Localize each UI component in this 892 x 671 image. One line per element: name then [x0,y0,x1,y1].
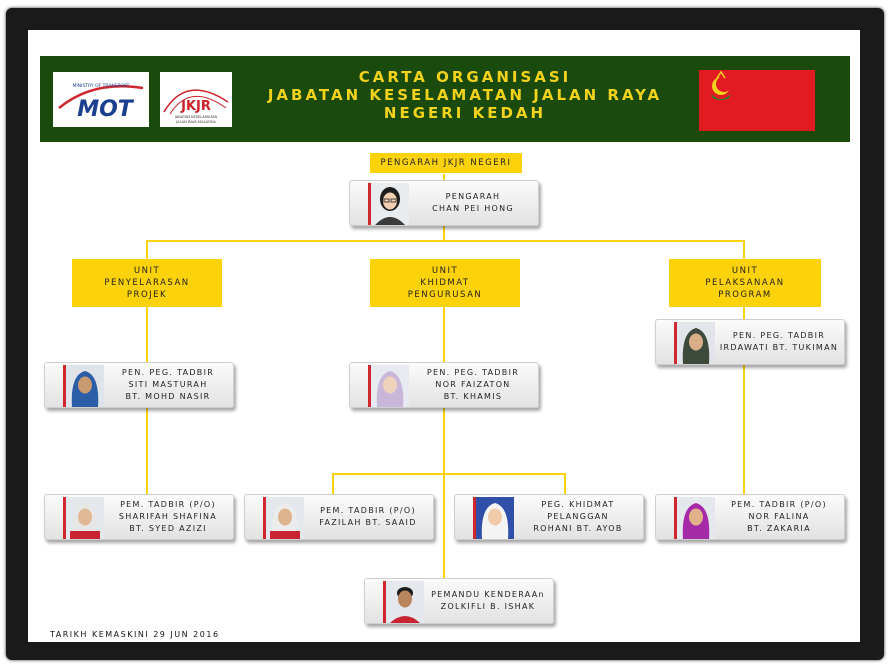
mot-logo: MINISTRY OF TRANSPORT MOT [53,72,149,127]
photo-zolkifli [383,581,424,623]
mot-logo-icon: MINISTRY OF TRANSPORT MOT [58,83,144,122]
staff-line: NOR FAIZATON [435,380,511,389]
unit-line: UNIT [431,266,459,276]
staff-line: BT. SYED AZIZI [129,524,207,533]
staff-line: PEM. TADBIR (P/O) [731,500,827,509]
staff-line: BT. KHAMIS [443,392,503,401]
connector [332,473,334,495]
staff-line: PEMANDU KENDERAAn [431,590,545,599]
connector [564,473,566,495]
staff-card-irdawati: PEN. PEG. TADBIR IRDAWATI BT. TUKIMAN [655,319,845,365]
jkjr-logo-icon: JKJR JABATAN KESELAMATAN JALAN RAYA MALA… [163,89,229,124]
person-photo-icon [677,322,715,364]
photo-siti-masturah [63,365,104,407]
staff-text: PEN. PEG. TADBIR SITI MASTURAH BT. MOHD … [107,363,229,407]
staff-line: PEM. TADBIR (P/O) [320,506,416,515]
staff-line: SHARIFAH SHAFINA [118,512,218,521]
kedah-flag-icon [699,70,815,131]
unit-line: KHIDMAT [420,278,470,288]
last-updated-date: TARIKH KEMASKINI 29 JUN 2016 [50,630,220,639]
staff-line: PEN. PEG. TADBIR [732,331,826,340]
staff-line: BT. ZAKARIA [747,524,811,533]
director-label: PENGARAH JKJR NEGERI [380,158,512,168]
director-text: PENGARAH CHAN PEI HONG [412,181,534,225]
staff-line: PEN. PEG. TADBIR [426,368,520,377]
connector [146,240,744,242]
jkjr-logo-sub2: JALAN RAYA MALAYSIA [175,120,216,124]
connector [743,240,745,260]
mot-logo-text: MOT [77,97,135,122]
person-photo-icon [386,581,424,623]
photo-nor-faizaton [368,365,409,407]
kedah-flag [699,70,815,131]
photo-sharifah-shafina [63,497,104,539]
staff-card-rohani: PEG. KHIDMAT PELANGGAN ROHANI BT. AYOB [454,494,644,540]
staff-line: PEG. KHIDMAT [541,500,615,509]
unit-khidmat-pengurusan: UNIT KHIDMAT PENGURUSAN [370,259,520,307]
staff-line: PEM. TADBIR (P/O) [120,500,216,509]
photo-irdawati [674,322,715,364]
person-photo-icon [66,497,104,539]
staff-text: PEM. TADBIR (P/O) FAZILAH BT. SAAID [307,495,429,539]
title-line-3: NEGERI KEDAH [383,104,547,122]
person-photo-icon [371,183,409,225]
staff-text: PEG. KHIDMAT PELANGGAN ROHANI BT. AYOB [517,495,639,539]
unit-line: UNIT [731,266,759,276]
jkjr-logo: JKJR JABATAN KESELAMATAN JALAN RAYA MALA… [160,72,232,127]
staff-card-nor-faizaton: PEN. PEG. TADBIR NOR FAIZATON BT. KHAMIS [349,362,539,408]
jkjr-logo-text: JKJR [180,99,211,114]
connector [443,306,445,590]
unit-line: PROGRAM [718,290,772,300]
staff-text: PEMANDU KENDERAAn ZOLKIFLI B. ISHAK [427,579,549,623]
staff-line: BT. MOHD NASIR [125,392,211,401]
person-photo-icon [266,497,304,539]
person-photo-icon [66,365,104,407]
staff-line: NOR FALINA [748,512,810,521]
staff-line: IRDAWATI BT. TUKIMAN [719,343,839,352]
staff-line: SITI MASTURAH [128,380,208,389]
staff-card-nor-falina: PEM. TADBIR (P/O) NOR FALINA BT. ZAKARIA [655,494,845,540]
connector [743,306,745,496]
person-photo-icon [677,497,715,539]
unit-line: UNIT [133,266,161,276]
unit-line: PELAKSANAAN [705,278,785,288]
photo-fazilah [263,497,304,539]
staff-text: PEN. PEG. TADBIR IRDAWATI BT. TUKIMAN [718,320,840,364]
unit-line: PENYELARASAN [104,278,190,288]
person-photo-icon [476,497,514,539]
unit-penyelarasan-projek: UNIT PENYELARASAN PROJEK [72,259,222,307]
director-role: PENGARAH [445,192,501,201]
staff-line: ZOLKIFLI B. ISHAK [440,602,536,611]
staff-text: PEN. PEG. TADBIR NOR FAIZATON BT. KHAMIS [412,363,534,407]
staff-line: ROHANI BT. AYOB [533,524,623,533]
staff-line: PELANGGAN [547,512,609,521]
connector [146,240,148,260]
unit-line: PROJEK [126,290,168,300]
staff-card-sharifah-shafina: PEM. TADBIR (P/O) SHARIFAH SHAFINA BT. S… [44,494,234,540]
staff-card-zolkifli: PEMANDU KENDERAAn ZOLKIFLI B. ISHAK [364,578,554,624]
title-line-1: CARTA ORGANISASI [358,68,572,86]
photo-rohani [473,497,514,539]
photo-chan-pei-hong [368,183,409,225]
connector [332,473,566,475]
staff-text: PEM. TADBIR (P/O) SHARIFAH SHAFINA BT. S… [107,495,229,539]
photo-nor-falina [674,497,715,539]
jkjr-logo-sub1: JABATAN KESELAMATAN [174,115,218,119]
chart-title: CARTA ORGANISASI JABATAN KESELAMATAN JAL… [240,68,690,122]
unit-line: PENGURUSAN [407,290,483,300]
mot-logo-top: MINISTRY OF TRANSPORT [73,83,130,89]
person-photo-icon [371,365,409,407]
staff-line: PEN. PEG. TADBIR [121,368,215,377]
staff-card-siti-masturah: PEN. PEG. TADBIR SITI MASTURAH BT. MOHD … [44,362,234,408]
staff-text: PEM. TADBIR (P/O) NOR FALINA BT. ZAKARIA [718,495,840,539]
unit-pelaksanaan-program: UNIT PELAKSANAAN PROGRAM [669,259,821,307]
director-card: PENGARAH CHAN PEI HONG [349,180,539,226]
director-label-box: PENGARAH JKJR NEGERI [370,153,522,173]
staff-card-fazilah: PEM. TADBIR (P/O) FAZILAH BT. SAAID [244,494,434,540]
title-line-2: JABATAN KESELAMATAN JALAN RAYA [267,86,663,104]
director-name: CHAN PEI HONG [432,204,514,213]
staff-line: FAZILAH BT. SAAID [319,518,417,527]
